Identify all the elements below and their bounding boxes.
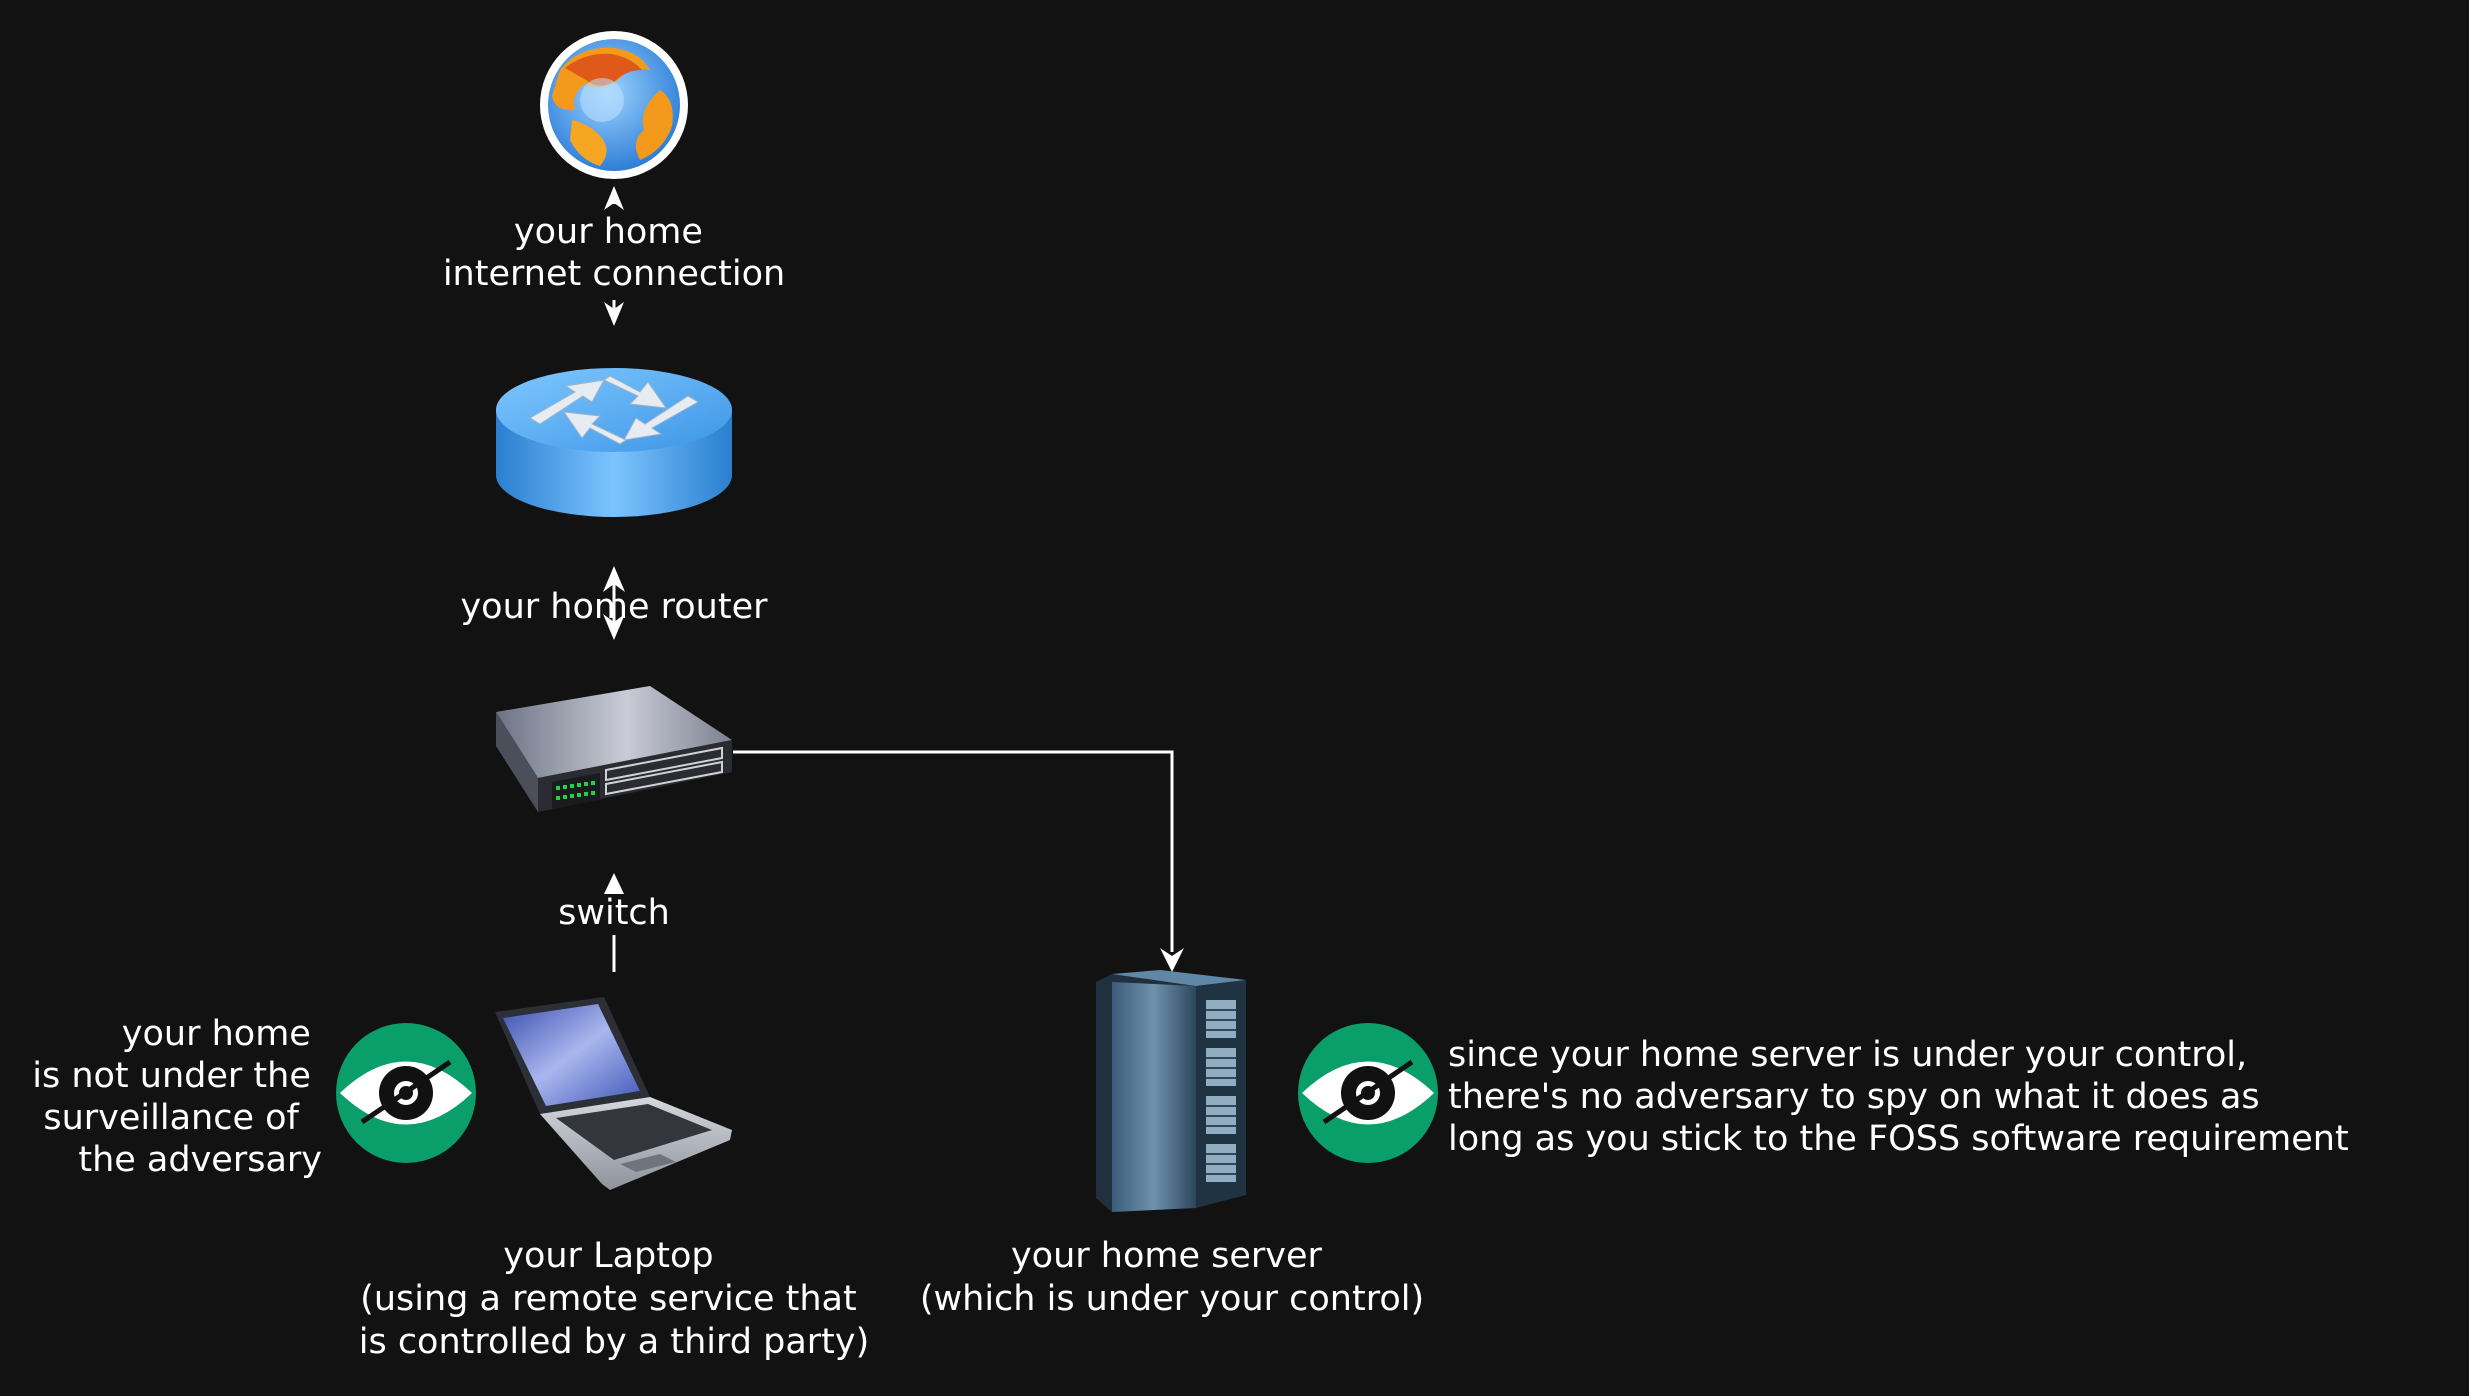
globe-icon [540, 31, 688, 179]
connector-laptop-switch [604, 873, 624, 972]
laptop-surveillance-note: your home is not under the surveillance … [32, 1014, 322, 1180]
connector-internet-router [604, 186, 624, 326]
server-rack-icon [1096, 970, 1246, 1212]
router-icon [496, 368, 732, 517]
laptop-label: your Laptop (using a remote service that… [359, 1236, 870, 1362]
laptop-icon [495, 997, 732, 1190]
server-label: your home server (which is under your co… [920, 1236, 1424, 1319]
network-switch-icon [496, 686, 732, 812]
connectors [603, 186, 1184, 972]
internet-label: your home internet connection [443, 212, 785, 294]
connector-switch-server [733, 750, 1184, 972]
eye-slash-icon [1298, 1023, 1438, 1163]
eye-slash-icon [336, 1023, 476, 1163]
router-label: your home router [460, 587, 768, 627]
switch-label: switch [558, 893, 670, 933]
server-privacy-note: since your home server is under your con… [1448, 1035, 2349, 1159]
connector-router-switch [603, 566, 625, 640]
